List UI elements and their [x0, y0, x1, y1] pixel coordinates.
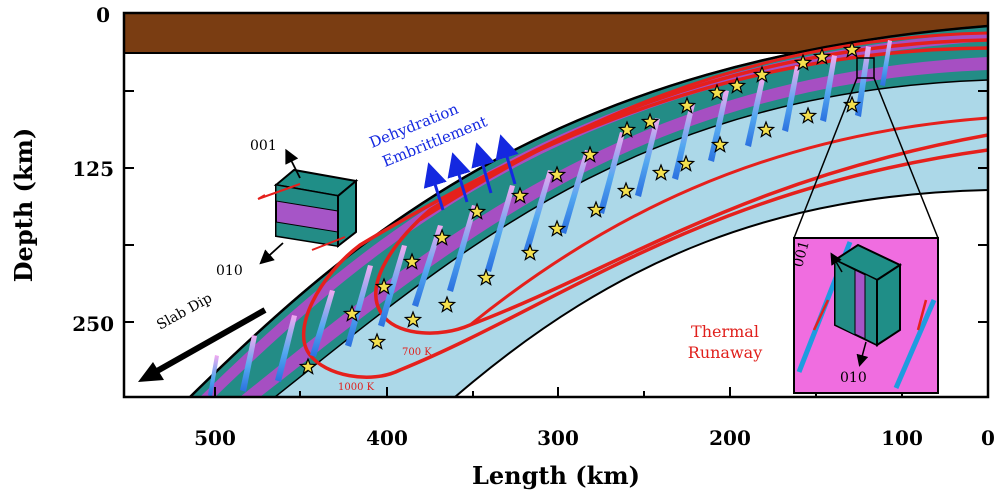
y-tick-125: 125: [72, 157, 114, 181]
earthquake-star: [520, 243, 540, 261]
earthquake-star: [510, 186, 530, 204]
crystal-main: 001 010: [216, 138, 359, 279]
tick-marks: [124, 12, 989, 398]
earthquake-stars: [298, 40, 862, 375]
plot-area: [124, 13, 988, 397]
earthquake-star: [812, 47, 832, 65]
earthquake-star: [640, 112, 660, 130]
earthquake-star: [793, 53, 813, 71]
earthquake-star: [476, 268, 496, 286]
inset-panel: 001 010: [790, 237, 939, 394]
earthquake-star: [580, 145, 600, 163]
isotherm-1000-label: 1000 K: [338, 382, 375, 393]
x-tick-500: 500: [194, 426, 236, 450]
inset-axis-010: 010: [840, 370, 867, 386]
earthquake-star: [676, 154, 696, 172]
thermal-label-2: Runaway: [688, 343, 762, 362]
earthquake-star: [374, 277, 394, 295]
earthquake-star: [437, 295, 457, 313]
earthquake-star: [842, 40, 862, 58]
y-tick-0: 0: [96, 3, 110, 27]
isotherm-700-label: 700 K: [402, 347, 432, 358]
earthquake-star: [432, 228, 452, 246]
earthquake-star: [586, 200, 606, 218]
earthquake-star: [710, 135, 730, 153]
earthquake-star: [727, 76, 747, 94]
y-tick-250: 250: [72, 312, 114, 336]
x-tick-400: 400: [366, 426, 408, 450]
earthquake-star: [677, 96, 697, 114]
x-tick-300: 300: [537, 426, 579, 450]
x-tick-100: 100: [881, 426, 923, 450]
earthquake-star: [756, 120, 776, 138]
earthquake-star: [842, 95, 862, 113]
earthquake-star: [798, 106, 818, 124]
earthquake-star: [367, 332, 387, 350]
earthquake-star: [402, 252, 422, 270]
earthquake-star: [651, 163, 671, 181]
earthquake-star: [617, 120, 637, 138]
earthquake-star: [467, 202, 487, 220]
earthquake-star: [403, 310, 423, 328]
earthquake-star: [752, 65, 772, 83]
earthquake-star: [547, 165, 567, 183]
crystal-main-axis-010: 010: [216, 263, 243, 279]
y-tick-labels: 0 125 250: [72, 3, 114, 336]
earthquake-star: [707, 83, 727, 101]
earthquake-star: [547, 219, 567, 237]
x-tick-200: 200: [709, 426, 751, 450]
plot-frame: [122, 11, 990, 399]
earthquake-star: [616, 181, 636, 199]
earthquake-star: [342, 304, 362, 322]
inset-axis-001: 001: [790, 239, 812, 269]
x-tick-0: 0: [981, 426, 995, 450]
x-axis-label: Length (km): [472, 461, 640, 490]
isotherm-outer: [301, 46, 988, 379]
fault-set: [208, 40, 892, 397]
inset-source-box: [856, 57, 875, 79]
x-tick-labels: 500 400 300 200 100 0: [194, 426, 995, 450]
crystal-main-axis-001: 001: [250, 138, 277, 154]
thermal-label-1: Thermal: [691, 322, 759, 341]
dehydration-arrows: [423, 134, 519, 211]
y-axis-label: Depth (km): [9, 128, 38, 283]
isotherm-inner: [374, 38, 988, 335]
earthquake-star: [298, 357, 318, 375]
